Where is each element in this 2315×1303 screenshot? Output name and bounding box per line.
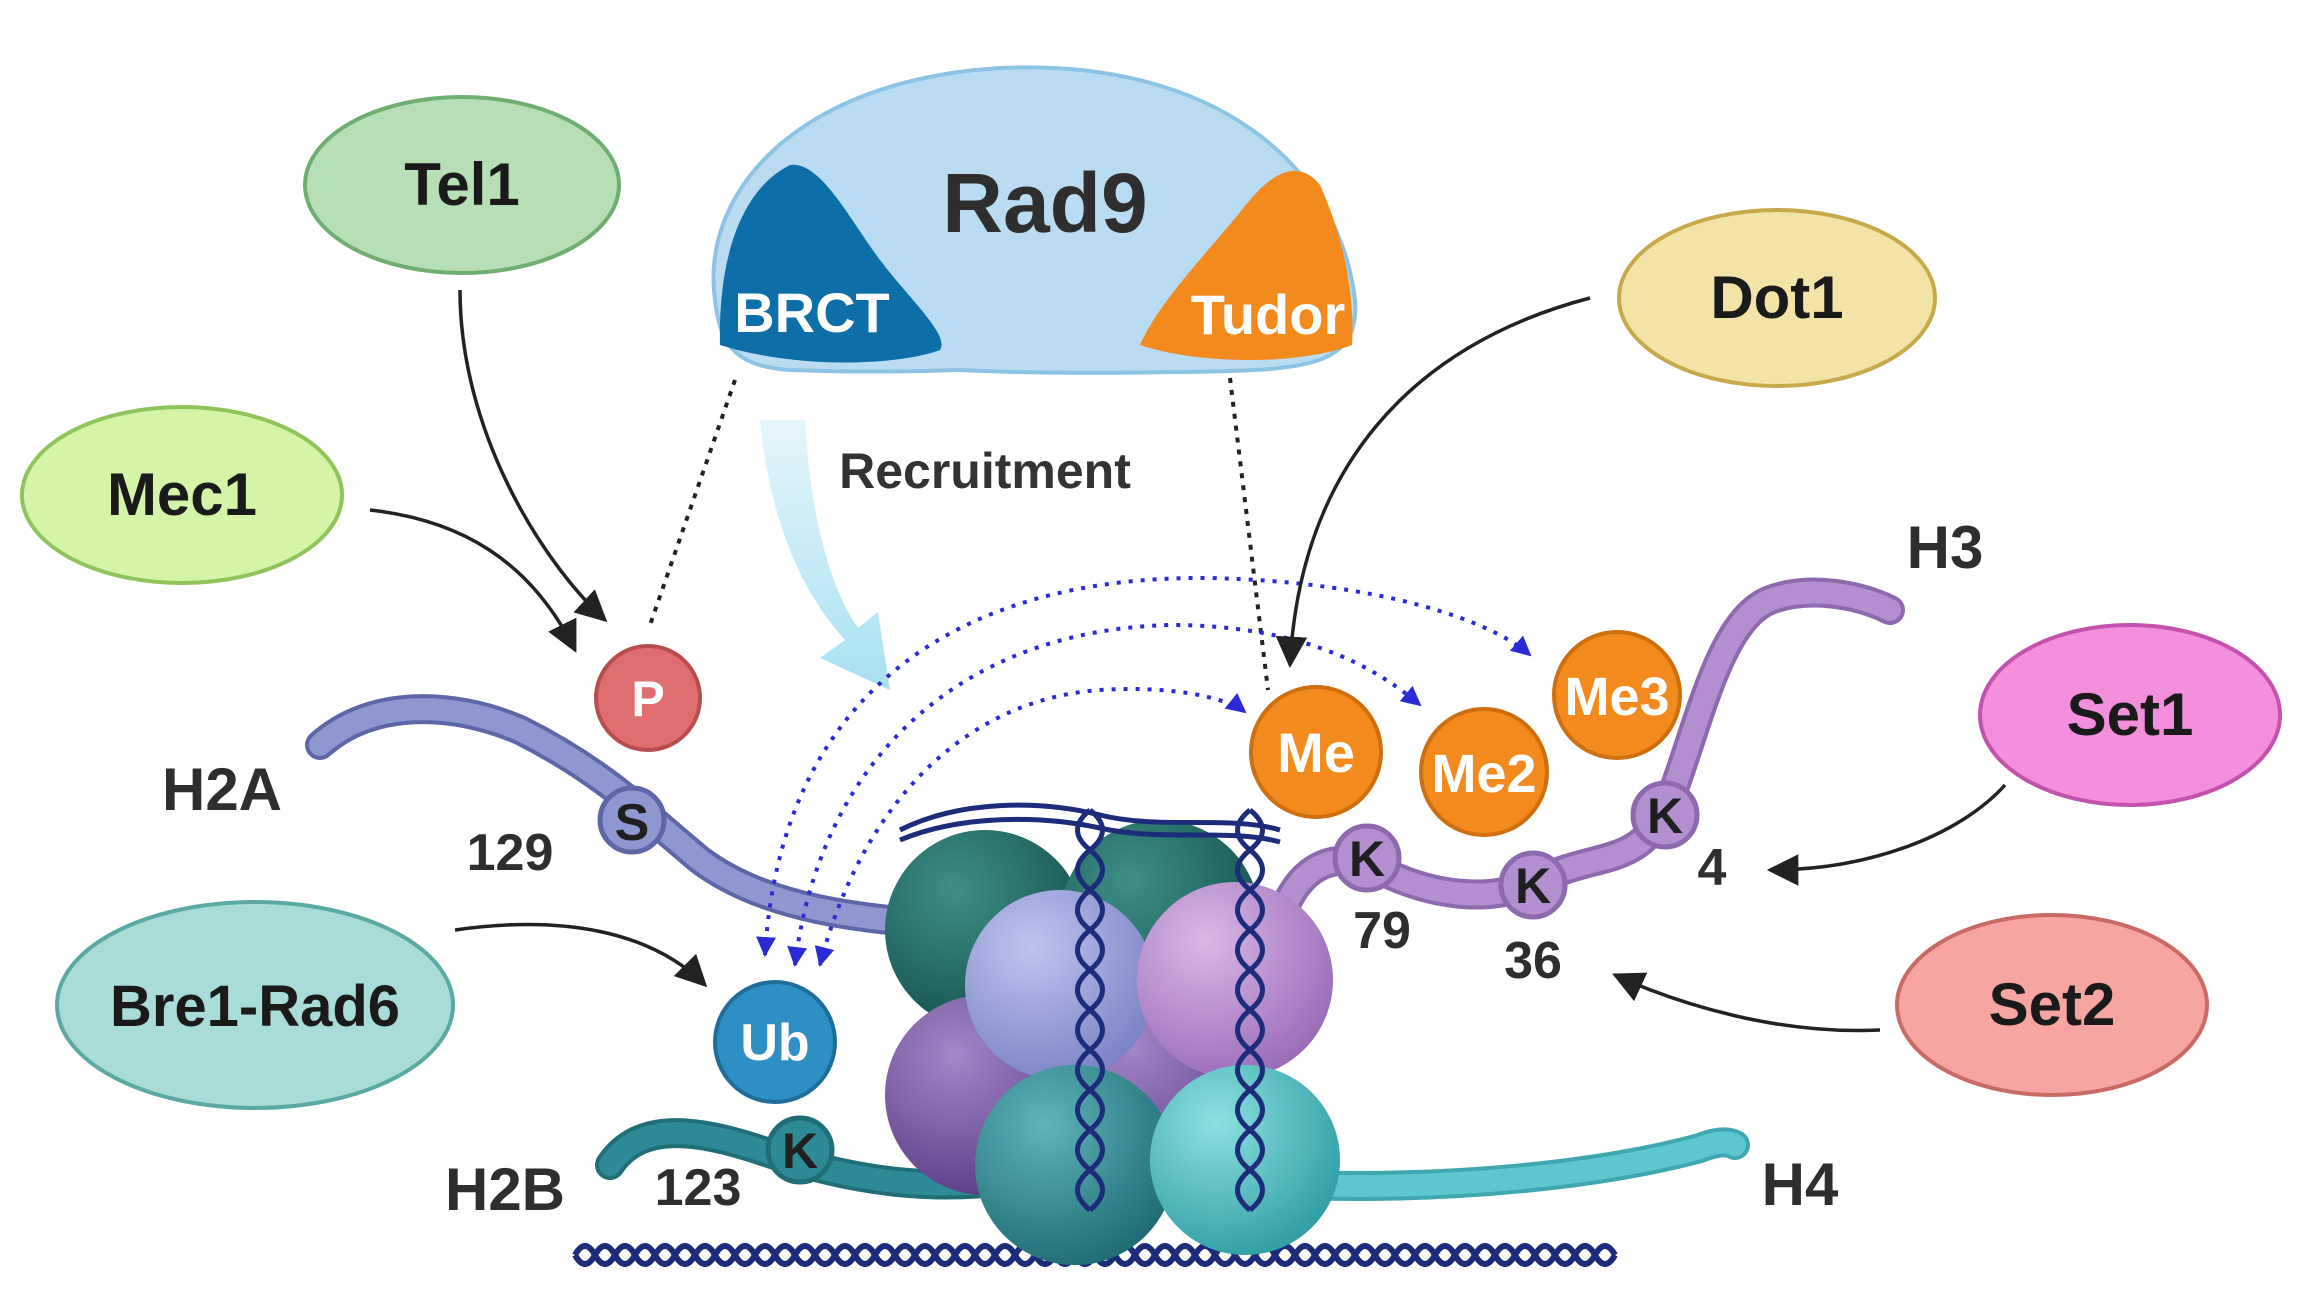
mec1-label: Mec1 bbox=[107, 461, 257, 528]
crosstalk-arrows bbox=[756, 575, 1532, 967]
tel1-enzyme: Tel1 bbox=[303, 95, 621, 275]
residue-s129-letter: S bbox=[615, 794, 650, 852]
ubiquitin-mark: Ub bbox=[713, 980, 837, 1104]
bre1-rad6-arrow bbox=[454, 922, 708, 988]
residue-k123: K bbox=[765, 1115, 835, 1185]
h2b-label: H2B bbox=[445, 1156, 565, 1223]
tel1-arrow bbox=[458, 289, 608, 623]
brct-label: BRCT bbox=[734, 281, 890, 344]
residue-k123-letter: K bbox=[782, 1123, 818, 1179]
set2-arrow bbox=[1612, 972, 1881, 1033]
histone-ball-h4 bbox=[1150, 1065, 1340, 1255]
residue-s129-number: 129 bbox=[467, 824, 554, 882]
set2-label: Set2 bbox=[1989, 971, 2116, 1038]
crosstalk-arrow-me3 bbox=[756, 575, 1532, 957]
residue-k36-number: 36 bbox=[1504, 932, 1562, 990]
residue-k4: K bbox=[1630, 780, 1700, 850]
histone-ball-h2a bbox=[965, 890, 1155, 1080]
residue-k123-number: 123 bbox=[655, 1159, 742, 1217]
phospho-mark: P bbox=[594, 644, 702, 752]
dot1-arrow bbox=[1275, 296, 1591, 669]
residue-s129: S bbox=[597, 785, 667, 855]
tudor-domain bbox=[1140, 170, 1353, 360]
tudor-binding-line bbox=[1228, 377, 1270, 691]
h2a-label: H2A bbox=[162, 756, 282, 823]
residue-k79: K bbox=[1332, 823, 1402, 893]
h4-tail-fill bbox=[1289, 1131, 1746, 1197]
residue-k36: K bbox=[1498, 850, 1568, 920]
set1-enzyme: Set1 bbox=[1978, 623, 2282, 807]
histone-ball-h3 bbox=[1137, 882, 1333, 1078]
dot1-enzyme: Dot1 bbox=[1617, 208, 1937, 388]
methyl-mark-me3: Me3 bbox=[1552, 630, 1682, 760]
residue-k4-number: 4 bbox=[1698, 839, 1727, 897]
residue-k36-letter: K bbox=[1515, 858, 1551, 914]
bre1-rad6-label: Bre1-Rad6 bbox=[110, 974, 400, 1039]
residue-k4-letter: K bbox=[1647, 788, 1683, 844]
ubiquitin-label: Ub bbox=[740, 1014, 809, 1072]
mec1-arrow bbox=[369, 508, 577, 653]
rad9-protein: Rad9 BRCT Tudor bbox=[711, 65, 1358, 375]
h3-label: H3 bbox=[1907, 514, 1984, 581]
methyl-label-me: Me bbox=[1277, 721, 1355, 784]
methyl-mark-me2: Me2 bbox=[1419, 707, 1549, 837]
residue-k79-number: 79 bbox=[1353, 902, 1411, 960]
recruitment-label: Recruitment bbox=[839, 443, 1131, 499]
set1-label: Set1 bbox=[2067, 681, 2194, 748]
methyl-label-me3: Me3 bbox=[1564, 667, 1669, 727]
tel1-label: Tel1 bbox=[404, 151, 520, 218]
dot1-label: Dot1 bbox=[1710, 264, 1843, 331]
methyl-mark-me: Me bbox=[1249, 685, 1383, 819]
rad9-label: Rad9 bbox=[942, 156, 1147, 250]
mec1-enzyme: Mec1 bbox=[20, 405, 344, 585]
brct-binding-line bbox=[648, 379, 737, 626]
methyl-label-me2: Me2 bbox=[1431, 744, 1536, 804]
set1-arrow bbox=[1766, 783, 2007, 886]
bre1-rad6-enzyme: Bre1-Rad6 bbox=[55, 900, 455, 1110]
recruitment-arrow bbox=[760, 420, 890, 690]
h4-label: H4 bbox=[1762, 1151, 1839, 1218]
set2-enzyme: Set2 bbox=[1895, 913, 2209, 1097]
residue-k79-letter: K bbox=[1349, 831, 1385, 887]
enzyme-arrows bbox=[369, 289, 2007, 1033]
phospho-label: P bbox=[631, 671, 664, 727]
tudor-label: Tudor bbox=[1191, 283, 1345, 346]
histone-ball-h2b bbox=[975, 1065, 1175, 1265]
brct-domain bbox=[719, 164, 942, 363]
